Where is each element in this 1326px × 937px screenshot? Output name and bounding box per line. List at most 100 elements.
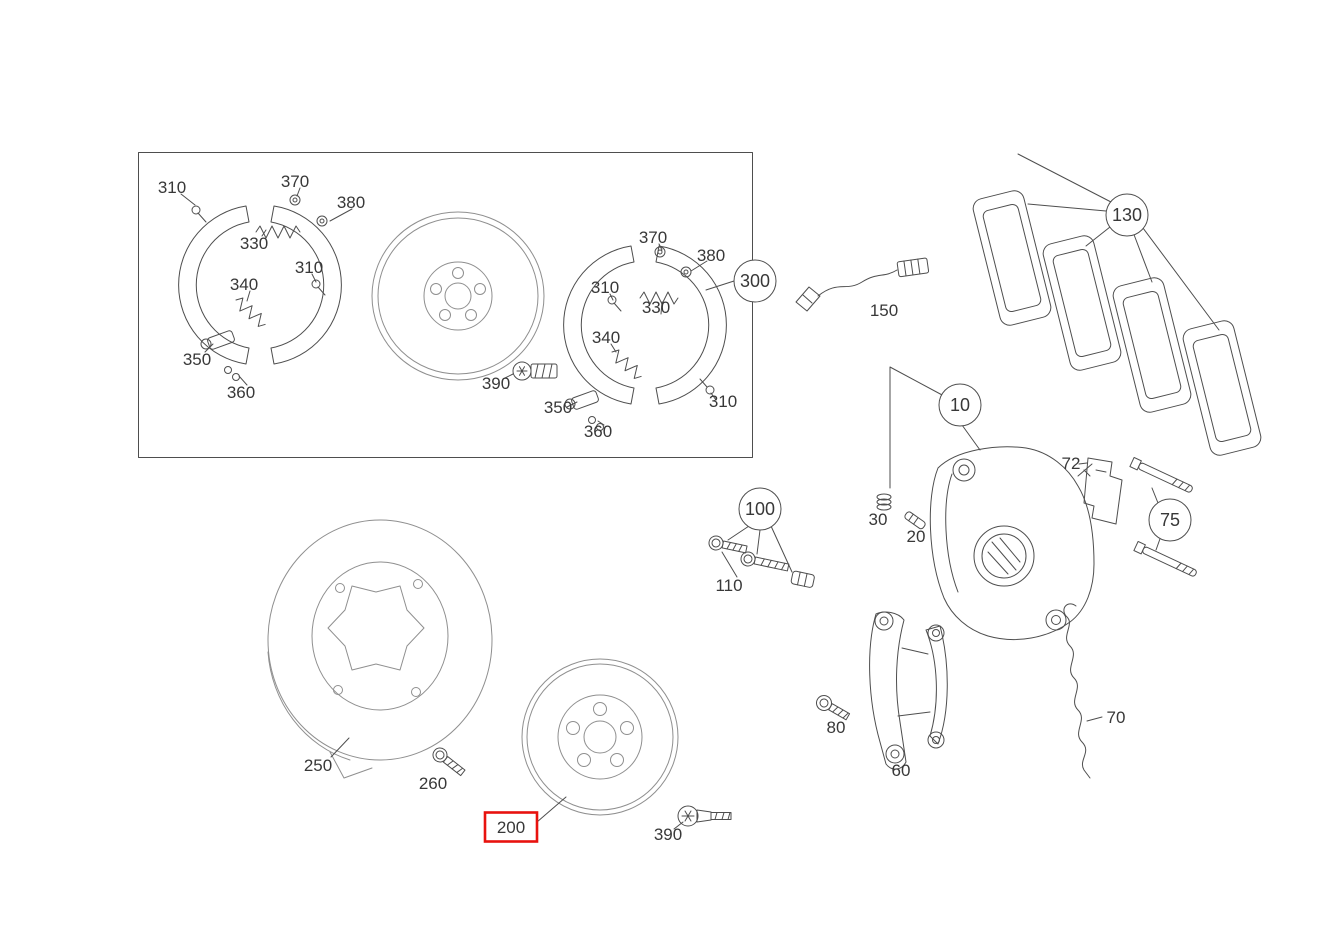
part-label-100[interactable]: 100 — [738, 487, 782, 531]
part-label-text: 310 — [158, 178, 186, 197]
brake-pads-drawing — [972, 190, 1262, 456]
bolt-80-drawing — [816, 695, 851, 721]
part-label-72[interactable]: 72 — [1062, 454, 1081, 473]
part-label-300[interactable]: 300 — [733, 259, 777, 303]
part-label-30[interactable]: 30 — [869, 510, 888, 529]
brake-caliper-drawing — [929, 446, 1095, 641]
part-label-390[interactable]: 390 — [482, 374, 510, 393]
adjuster-350-left — [200, 330, 235, 350]
clips-360-right — [588, 416, 604, 431]
part-label-text: 360 — [227, 383, 255, 402]
part-label-text: 130 — [1112, 205, 1142, 225]
part-label-text: 380 — [697, 246, 725, 265]
part-label-330[interactable]: 330 — [642, 298, 670, 317]
part-label-310[interactable]: 310 — [709, 392, 737, 411]
part-label-text: 310 — [591, 278, 619, 297]
part-label-text: 80 — [827, 718, 846, 737]
pins-310-left — [191, 205, 326, 296]
screw-390-bottom-drawing — [677, 805, 732, 827]
part-label-text: 340 — [230, 275, 258, 294]
brake-disc-top-drawing — [371, 211, 545, 381]
part-label-20[interactable]: 20 — [907, 527, 926, 546]
leader-lines — [180, 153, 1220, 830]
part-label-text: 370 — [281, 172, 309, 191]
part-label-text: 70 — [1107, 708, 1126, 727]
part-label-360[interactable]: 360 — [584, 422, 612, 441]
part-label-text: 310 — [709, 392, 737, 411]
part-label-75[interactable]: 75 — [1148, 498, 1192, 542]
part-label-260[interactable]: 260 — [419, 774, 447, 793]
part-label-10[interactable]: 10 — [938, 383, 982, 427]
part-label-330[interactable]: 330 — [240, 234, 268, 253]
part-label-200[interactable]: 200 — [483, 811, 539, 843]
caliper-piston — [973, 525, 1035, 587]
pins-310-right — [607, 295, 715, 395]
part-label-380[interactable]: 380 — [697, 246, 725, 265]
caliper-carrier-drawing — [869, 611, 948, 770]
part-label-circle — [938, 383, 982, 427]
part-label-text: 380 — [337, 193, 365, 212]
part-label-110[interactable]: 110 — [715, 576, 742, 595]
part-label-350[interactable]: 350 — [183, 350, 211, 369]
part-label-text: 100 — [745, 499, 775, 519]
part-label-390[interactable]: 390 — [654, 825, 682, 844]
brake-pad-1 — [972, 190, 1052, 326]
bolt-260-drawing — [432, 747, 466, 777]
pin-370-right — [654, 246, 666, 258]
part-label-text: 350 — [544, 398, 572, 417]
pin-370-left — [289, 194, 301, 206]
part-label-text: 20 — [907, 527, 926, 546]
part-label-350[interactable]: 350 — [544, 398, 572, 417]
part-label-360[interactable]: 360 — [227, 383, 255, 402]
part-label-text: 30 — [869, 510, 888, 529]
part-label-text: 110 — [715, 576, 742, 595]
part-label-text: 260 — [419, 774, 447, 793]
part-label-250[interactable]: 250 — [304, 756, 332, 775]
part-label-340[interactable]: 340 — [230, 275, 258, 294]
part-label-text: 360 — [584, 422, 612, 441]
return-spring-330-right — [639, 291, 679, 305]
part-label-text: 300 — [740, 271, 770, 291]
brake-disc-200-drawing — [521, 658, 679, 816]
part-label-310[interactable]: 310 — [158, 178, 186, 197]
part-label-text: 350 — [183, 350, 211, 369]
spring-340-right — [611, 349, 642, 379]
part-label-text: 310 — [295, 258, 323, 277]
part-label-text: 250 — [304, 756, 332, 775]
part-label-text: 330 — [240, 234, 268, 253]
spring-clip-70-drawing — [1063, 603, 1091, 779]
part-label-text: 370 — [639, 228, 667, 247]
wear-sensor-150-drawing — [795, 257, 930, 312]
part-label-text: 72 — [1062, 454, 1081, 473]
part-label-70[interactable]: 70 — [1107, 708, 1126, 727]
part-label-380[interactable]: 380 — [337, 193, 365, 212]
screw-390-top-drawing — [512, 361, 558, 381]
brake-pad-4 — [1182, 320, 1262, 456]
part-label-text: 330 — [642, 298, 670, 317]
part-label-340[interactable]: 340 — [592, 328, 620, 347]
part-label-370[interactable]: 370 — [281, 172, 309, 191]
part-label-150[interactable]: 150 — [870, 301, 898, 320]
return-spring-330-left — [255, 225, 301, 239]
part-label-text: 390 — [482, 374, 510, 393]
part-label-circle — [1148, 498, 1192, 542]
pin-380-left — [316, 215, 328, 227]
labels-layer: 310 370 380 330 310 340 350 360 390 370 380 310 330 3… — [158, 172, 1192, 844]
part-label-60[interactable]: 60 — [892, 761, 911, 780]
part-label-370[interactable]: 370 — [639, 228, 667, 247]
part-label-310[interactable]: 310 — [591, 278, 619, 297]
part-label-text: 10 — [950, 395, 970, 415]
part-label-text: 60 — [892, 761, 911, 780]
pin-20-drawing — [904, 511, 926, 530]
parking-brake-shoes-left-drawing — [178, 194, 342, 381]
part-label-310[interactable]: 310 — [295, 258, 323, 277]
selected-part-highlight — [483, 811, 539, 843]
spring-30-drawing — [876, 493, 892, 511]
brake-pad-2 — [1042, 235, 1122, 371]
part-label-80[interactable]: 80 — [827, 718, 846, 737]
part-label-text: 150 — [870, 301, 898, 320]
clips-360-left — [224, 366, 240, 381]
part-label-circle — [738, 487, 782, 531]
brake-pad-3 — [1112, 277, 1192, 413]
part-label-130[interactable]: 130 — [1105, 193, 1149, 237]
